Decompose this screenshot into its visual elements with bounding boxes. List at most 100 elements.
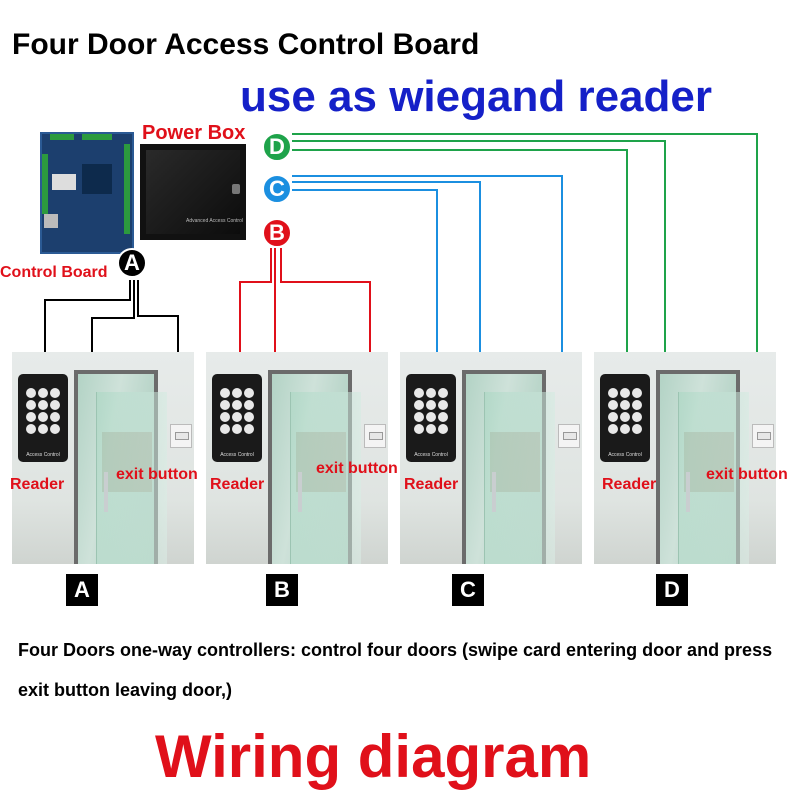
keypad-key xyxy=(438,412,448,422)
keypad-key xyxy=(414,388,424,398)
keypad-key xyxy=(632,424,642,434)
door-panel-d: Access Control xyxy=(594,352,776,564)
keypad-key xyxy=(38,400,48,410)
keypad-key xyxy=(632,400,642,410)
reader-device: Access Control xyxy=(406,374,456,462)
reader-label-d: Reader xyxy=(602,476,657,493)
keypad xyxy=(608,388,642,434)
keypad-key xyxy=(608,400,618,410)
page-title: Four Door Access Control Board xyxy=(12,28,480,61)
door-tag-c: C xyxy=(452,574,484,606)
keypad-key xyxy=(632,388,642,398)
exit-button-device xyxy=(170,424,192,448)
exit-label-d: exit button xyxy=(706,466,788,483)
keypad-key xyxy=(620,412,630,422)
control-board-image xyxy=(40,132,134,254)
exit-button-device xyxy=(752,424,774,448)
keypad-key xyxy=(608,412,618,422)
footer-title: Wiring diagram xyxy=(155,723,592,790)
keypad-key xyxy=(50,412,60,422)
keypad-key xyxy=(220,400,230,410)
keypad-key xyxy=(232,388,242,398)
keypad-key xyxy=(26,400,36,410)
keypad-key xyxy=(414,412,424,422)
device-text: Access Control xyxy=(608,452,642,458)
keypad-key xyxy=(38,412,48,422)
keypad-key xyxy=(244,424,254,434)
door-panel-c: Access Control xyxy=(400,352,582,564)
keypad-key xyxy=(232,400,242,410)
keypad-key xyxy=(438,388,448,398)
wire-a-lock xyxy=(91,280,135,368)
reader-label-b: Reader xyxy=(210,476,265,493)
exit-label-a: exit button xyxy=(116,466,198,483)
door-tag-a: A xyxy=(66,574,98,606)
circle-b: B xyxy=(262,218,292,248)
keypad-key xyxy=(244,400,254,410)
power-box-image: Advanced Access Control xyxy=(140,144,246,240)
exit-button-device xyxy=(558,424,580,448)
keypad-key xyxy=(608,388,618,398)
device-text: Access Control xyxy=(414,452,448,458)
control-board-label: Control Board xyxy=(0,264,108,281)
subtitle: use as wiegand reader xyxy=(240,72,712,121)
wire-c-reader xyxy=(292,189,438,380)
door-panel-a: Access Control xyxy=(12,352,194,564)
wire-d-lock xyxy=(292,140,666,368)
keypad xyxy=(220,388,254,434)
power-box-label: Power Box xyxy=(142,122,246,144)
reader-device: Access Control xyxy=(212,374,262,462)
door-tag-b: B xyxy=(266,574,298,606)
keypad-key xyxy=(220,388,230,398)
reader-device: Access Control xyxy=(18,374,68,462)
door-panel-b: Access Control xyxy=(206,352,388,564)
keypad xyxy=(414,388,448,434)
wire-c-exit xyxy=(292,175,563,432)
exit-button-device xyxy=(364,424,386,448)
keypad-key xyxy=(50,388,60,398)
exit-label-b: exit button xyxy=(316,460,398,477)
wire-a-reader xyxy=(44,280,131,380)
keypad-key xyxy=(38,424,48,434)
keypad-key xyxy=(414,424,424,434)
keypad-key xyxy=(220,424,230,434)
keypad-key xyxy=(426,388,436,398)
keypad-key xyxy=(620,388,630,398)
keypad-key xyxy=(232,424,242,434)
keypad-key xyxy=(244,412,254,422)
keypad-key xyxy=(26,424,36,434)
keypad-key xyxy=(438,424,448,434)
wire-d-reader xyxy=(292,149,628,380)
keypad-key xyxy=(414,400,424,410)
keypad-key xyxy=(632,412,642,422)
keypad-key xyxy=(438,400,448,410)
keypad-key xyxy=(50,424,60,434)
keypad-key xyxy=(620,424,630,434)
keypad-key xyxy=(26,412,36,422)
keypad-key xyxy=(50,400,60,410)
reader-label-c: Reader xyxy=(404,476,459,493)
wire-d-exit xyxy=(292,133,758,432)
keypad-key xyxy=(426,412,436,422)
power-box-text: Advanced Access Control xyxy=(186,218,243,224)
reader-device: Access Control xyxy=(600,374,650,462)
description: Four Doors one-way controllers: control … xyxy=(18,640,773,700)
keypad-key xyxy=(608,424,618,434)
wire-group-d xyxy=(292,133,758,432)
keypad-key xyxy=(38,388,48,398)
keypad-key xyxy=(620,400,630,410)
device-text: Access Control xyxy=(26,452,60,458)
circle-c: C xyxy=(262,174,292,204)
keypad-key xyxy=(244,388,254,398)
keypad-key xyxy=(26,388,36,398)
keypad xyxy=(26,388,60,434)
device-text: Access Control xyxy=(220,452,254,458)
wire-group-c xyxy=(292,175,563,432)
keypad-key xyxy=(220,412,230,422)
keypad-key xyxy=(426,424,436,434)
reader-label-a: Reader xyxy=(10,476,65,493)
wire-b-reader xyxy=(239,248,272,380)
door-tag-d: D xyxy=(656,574,688,606)
circle-d: D xyxy=(262,132,292,162)
